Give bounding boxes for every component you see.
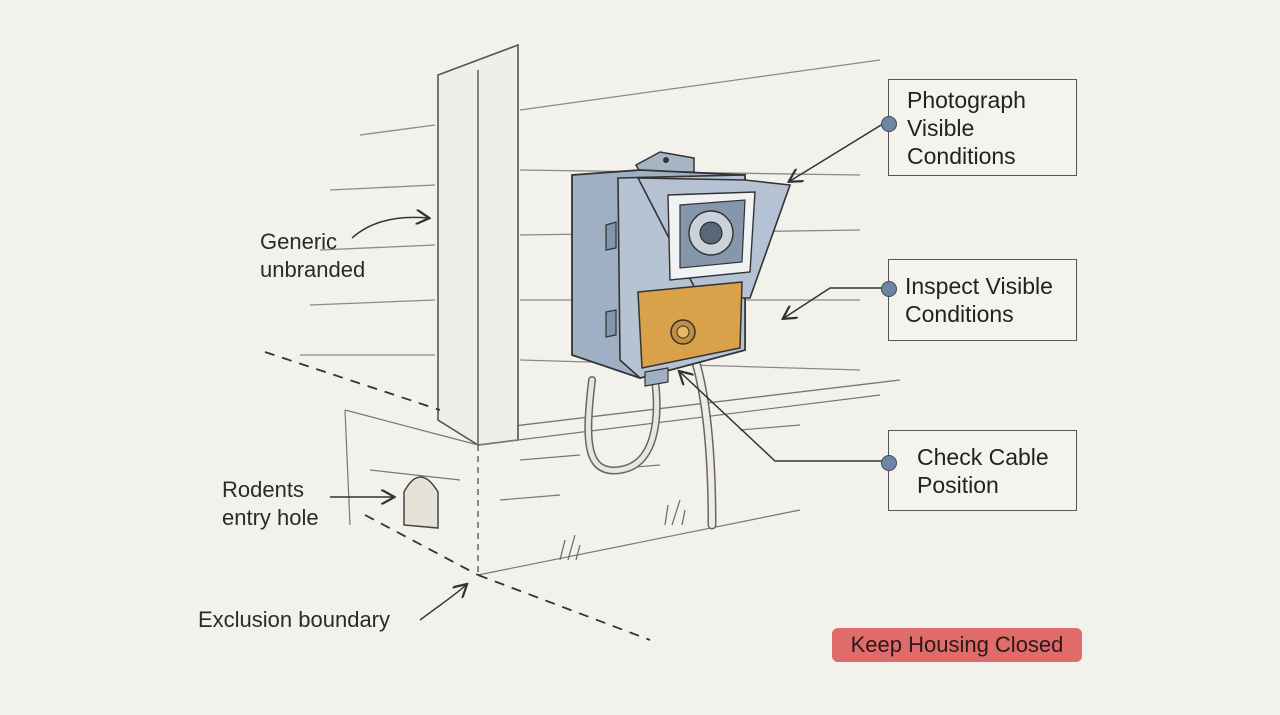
label-generic-line2: unbranded xyxy=(260,257,366,282)
foundation xyxy=(344,394,881,576)
label-rodents-line2: entry hole xyxy=(222,505,319,530)
callout-photograph-line3: Conditions xyxy=(907,143,1016,169)
callout-inspect-line2: Conditions xyxy=(905,301,1014,327)
callout-photograph-line1: Photograph xyxy=(907,87,1026,113)
grass xyxy=(559,499,686,561)
label-exclusion-boundary: Exclusion boundary xyxy=(198,607,391,632)
callout-check-line1: Check Cable xyxy=(917,444,1049,470)
annotation-arrows xyxy=(330,121,887,621)
label-rodents-line1: Rodents xyxy=(222,477,304,502)
callout-check-cable-position: Check Cable Position xyxy=(881,430,1077,511)
warning-badge: Keep Housing Closed xyxy=(832,628,1082,662)
callout-dot xyxy=(881,281,897,297)
callout-photograph-line2: Visible xyxy=(907,115,975,141)
callout-inspect-line1: Inspect Visible xyxy=(905,273,1053,299)
callout-photograph-visible-conditions: Photograph Visible Conditions xyxy=(881,79,1077,176)
camera-housing xyxy=(571,151,792,387)
label-generic-unbranded: Generic unbranded xyxy=(260,228,365,284)
label-rodents-entry-hole: Rodents entry hole xyxy=(222,476,319,532)
rodent-hole xyxy=(403,476,439,529)
callout-inspect-visible-conditions: Inspect Visible Conditions xyxy=(881,259,1077,341)
callout-dot xyxy=(881,455,897,471)
label-generic-line1: Generic xyxy=(260,229,338,254)
callout-check-line2: Position xyxy=(917,472,999,498)
callout-dot xyxy=(881,116,897,132)
corner-post xyxy=(437,43,519,446)
exclusion-boundary-line xyxy=(264,351,651,641)
